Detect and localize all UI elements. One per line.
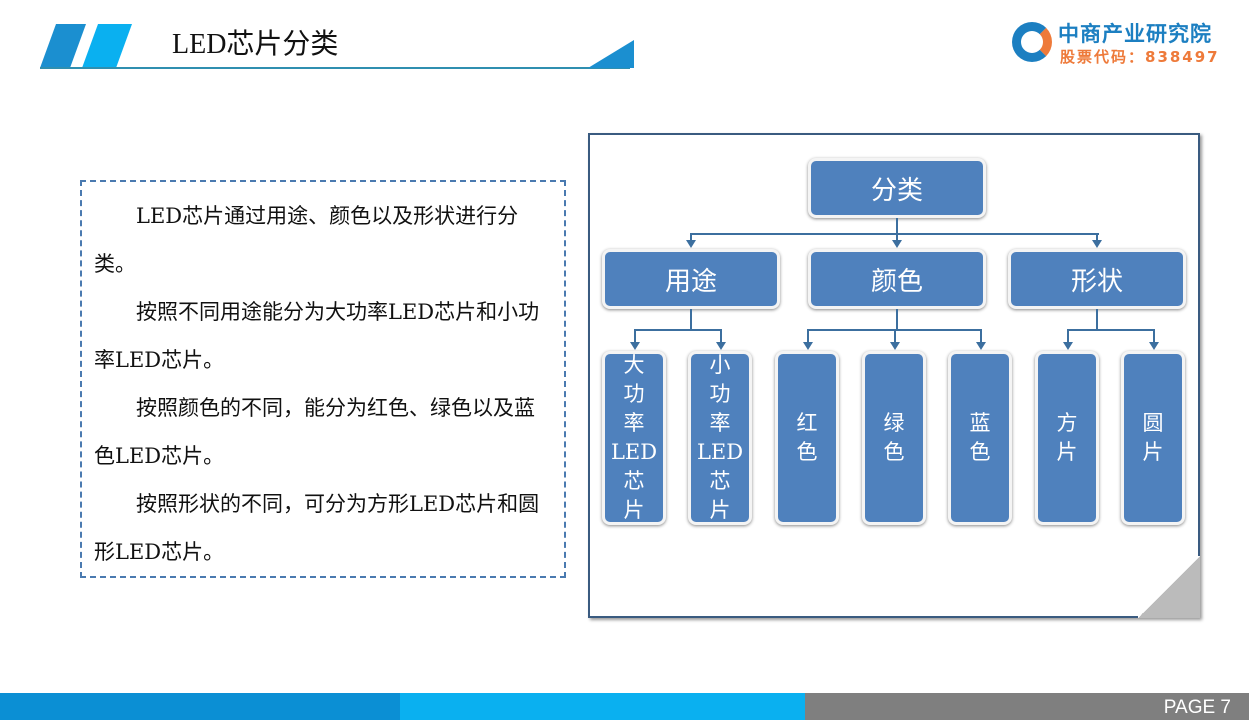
node-leaf: 方 片 xyxy=(1035,351,1099,525)
arrow-icon xyxy=(686,240,696,248)
arrow-icon xyxy=(803,342,813,350)
arrow-icon xyxy=(892,240,902,248)
node-leaf: 绿 色 xyxy=(862,351,926,525)
node-leaf: 红 色 xyxy=(775,351,839,525)
arrow-icon xyxy=(1149,342,1159,350)
arrow-icon xyxy=(630,342,640,350)
connector-line xyxy=(1096,233,1098,241)
logo-stock-code: 股票代码：838497 xyxy=(1060,48,1220,66)
connector-line xyxy=(1067,329,1069,343)
logo-name: 中商产业研究院 xyxy=(1058,22,1212,46)
connector-line xyxy=(896,233,898,241)
connector-line xyxy=(690,309,692,330)
page-title: LED芯片分类 xyxy=(172,29,339,60)
node-leaf: 蓝 色 xyxy=(948,351,1012,525)
title-underline xyxy=(40,67,630,69)
connector-line xyxy=(634,329,722,331)
node-category: 颜色 xyxy=(808,249,986,309)
connector-line xyxy=(1067,329,1155,331)
description-box: LED芯片通过用途、颜色以及形状进行分类。 按照不同用途能分为大功率LED芯片和… xyxy=(80,180,566,578)
logo-icon xyxy=(1012,22,1052,62)
arrow-icon xyxy=(1092,240,1102,248)
paragraph: LED芯片通过用途、颜色以及形状进行分类。 xyxy=(94,204,519,276)
paragraph: 按照颜色的不同，能分为红色、绿色以及蓝色LED芯片。 xyxy=(94,396,535,468)
connector-line xyxy=(1153,329,1155,343)
title-triangle xyxy=(588,40,634,68)
connector-line xyxy=(894,329,896,343)
arrow-icon xyxy=(976,342,986,350)
node-root: 分类 xyxy=(808,158,986,218)
connector-line xyxy=(690,233,1099,235)
arrow-icon xyxy=(890,342,900,350)
connector-line xyxy=(896,218,898,234)
footer-bar-gray xyxy=(805,693,1249,720)
connector-line xyxy=(1096,309,1098,330)
footer-bar-blue xyxy=(0,693,400,720)
node-leaf: 大 功 率 LED 芯 片 xyxy=(602,351,666,525)
footer-bar-lightblue xyxy=(400,693,805,720)
page-number: PAGE 7 xyxy=(1163,697,1231,718)
node-leaf: 圆 片 xyxy=(1121,351,1185,525)
connector-line xyxy=(690,233,692,241)
node-leaf: 小 功 率 LED 芯 片 xyxy=(688,351,752,525)
page-curl xyxy=(1138,556,1200,618)
paragraph: 按照形状的不同，可分为方形LED芯片和圆形LED芯片。 xyxy=(94,492,540,564)
paragraph: 按照不同用途能分为大功率LED芯片和小功率LED芯片。 xyxy=(94,300,540,372)
arrow-icon xyxy=(1063,342,1073,350)
connector-line xyxy=(807,329,809,343)
node-category: 形状 xyxy=(1008,249,1186,309)
connector-line xyxy=(896,309,898,330)
connector-line xyxy=(980,329,982,343)
header-stripe-1 xyxy=(39,24,87,68)
header-stripe-2 xyxy=(81,24,133,68)
arrow-icon xyxy=(716,342,726,350)
connector-line xyxy=(634,329,636,343)
connector-line xyxy=(720,329,722,343)
node-category: 用途 xyxy=(602,249,780,309)
